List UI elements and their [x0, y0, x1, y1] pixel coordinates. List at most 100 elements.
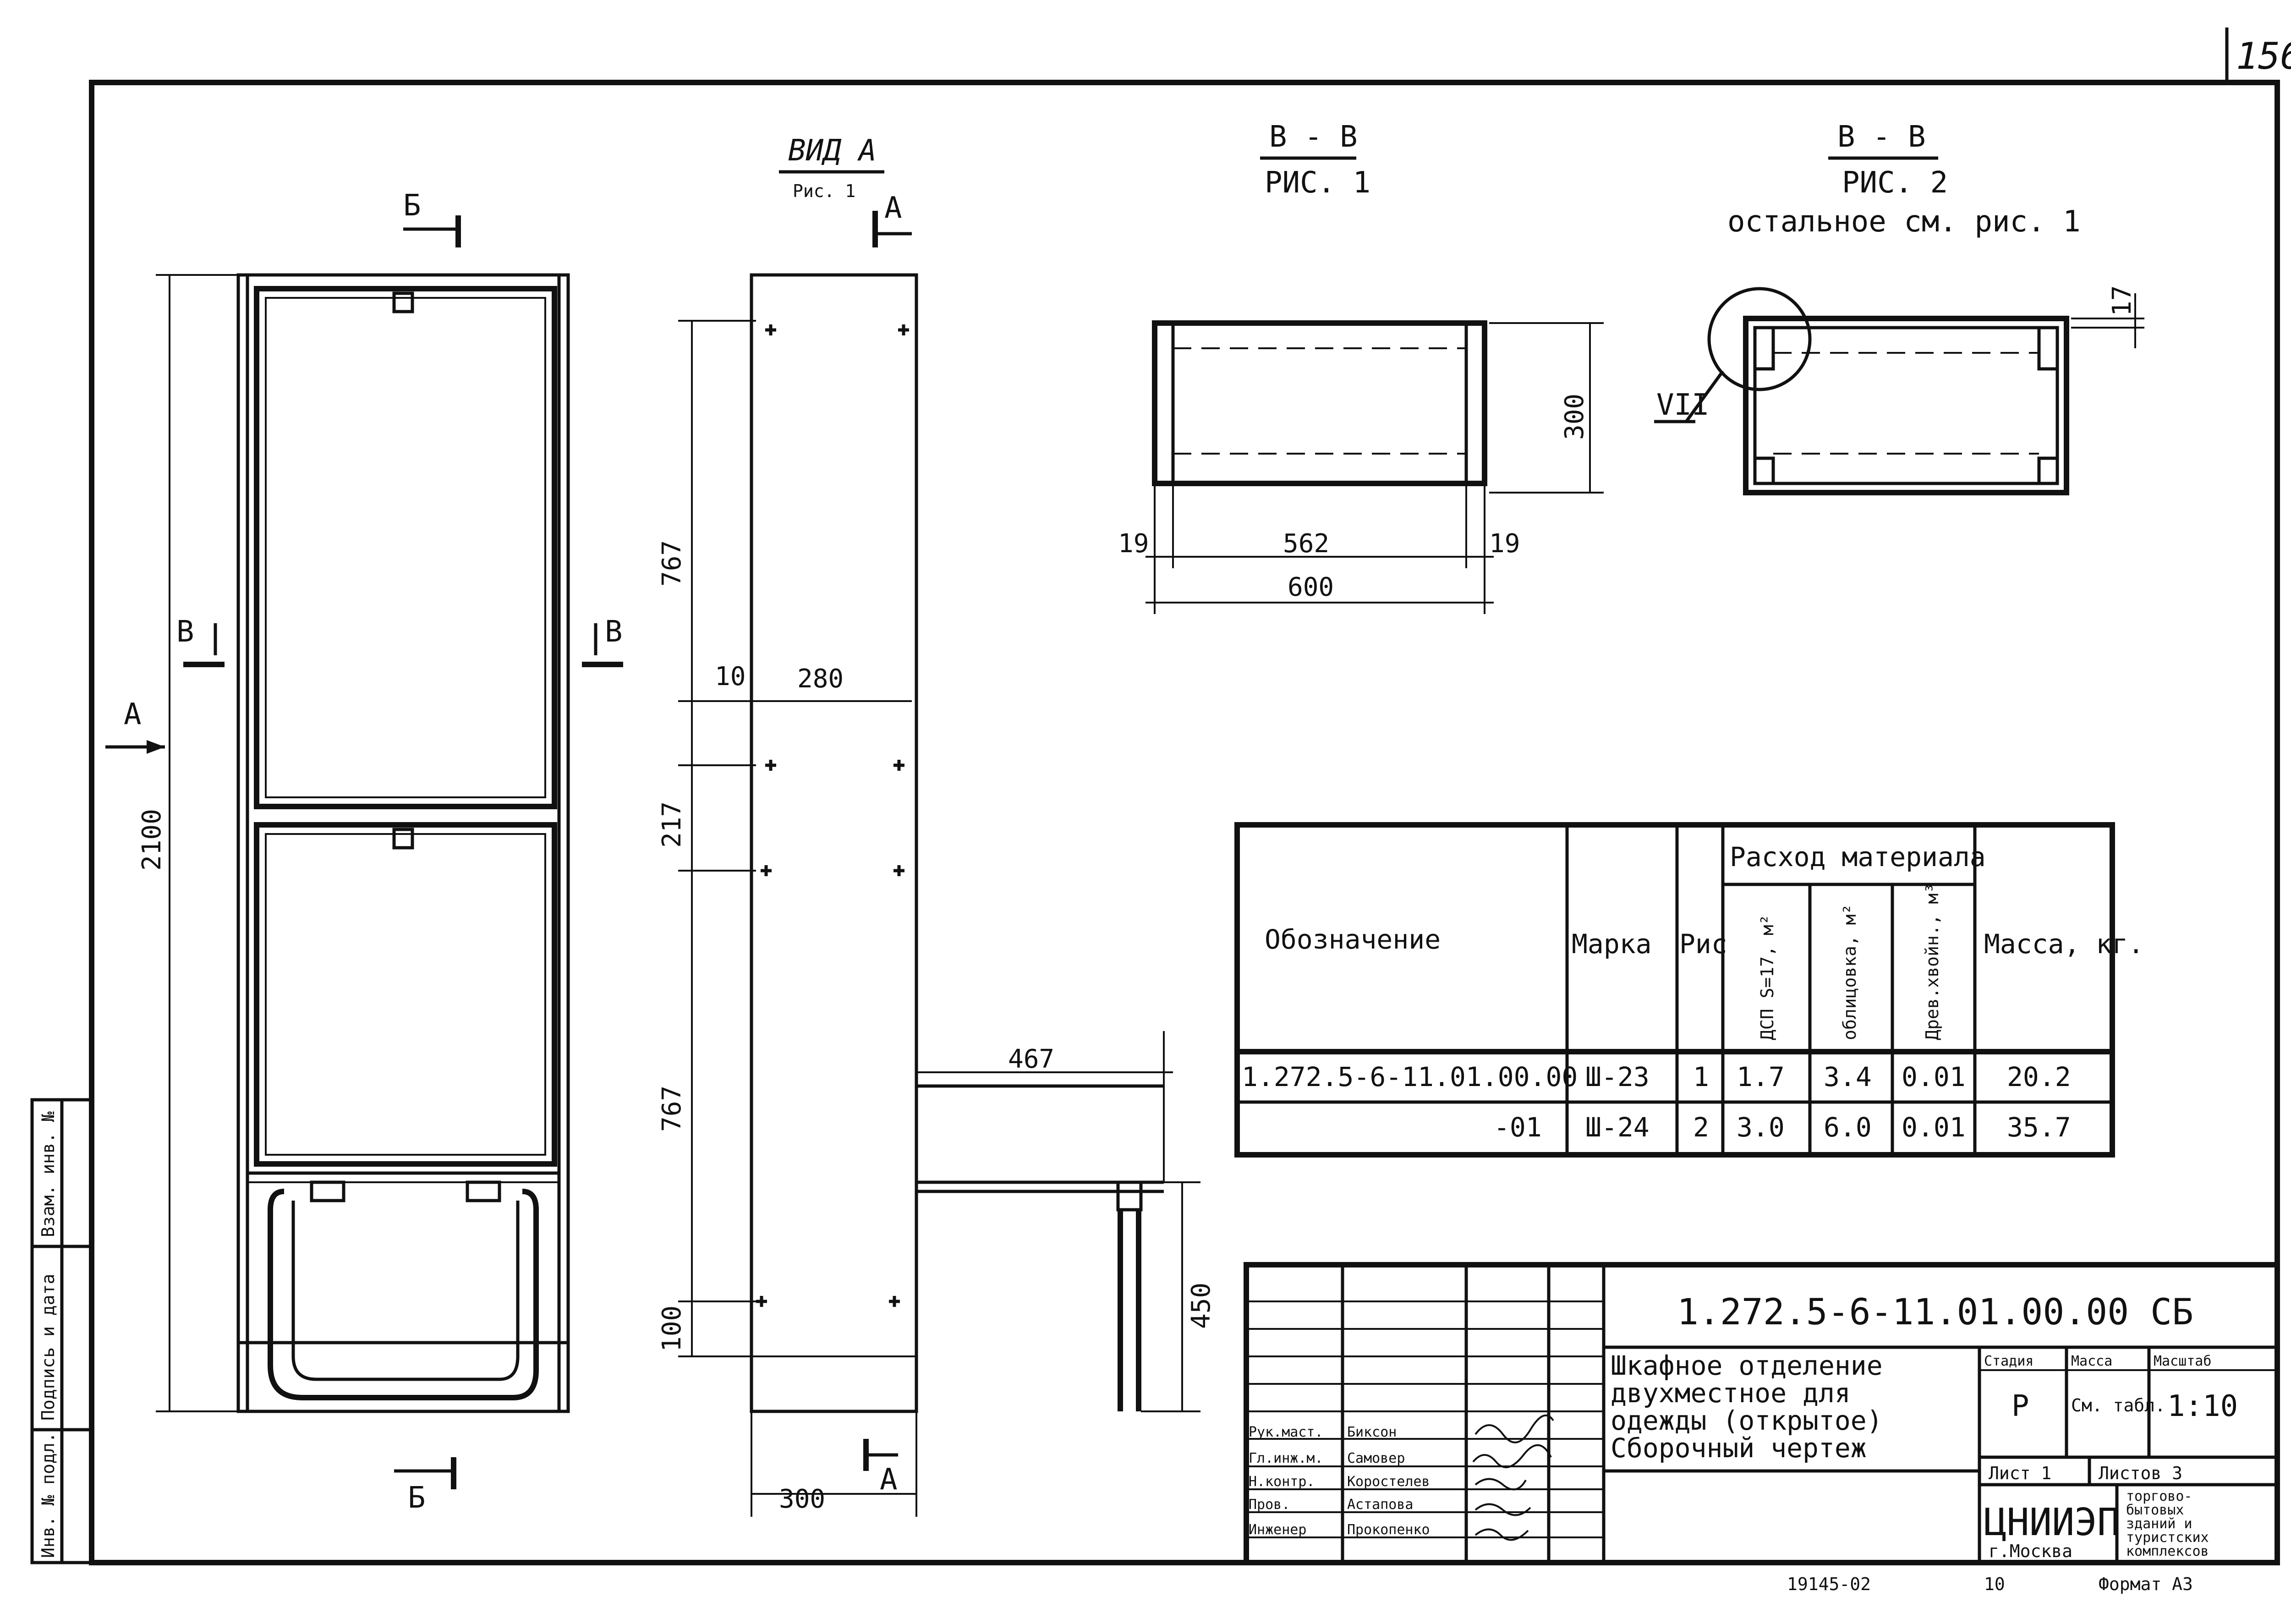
spec-table: Обозначение Марка Рис Расход материала Д…	[1234, 822, 2144, 1158]
dim-19-left: 19	[1118, 529, 1149, 559]
front-view: Б Б В В А 2100	[105, 189, 623, 1515]
section2-title: В - В	[1837, 120, 1926, 154]
svg-text:0.01: 0.01	[1902, 1061, 1966, 1092]
page-number: 156	[2236, 35, 2291, 77]
dim-767-top: 767	[657, 540, 687, 587]
th-wood: Древ.хвойн., м³	[1922, 883, 1942, 1040]
bottom-code: 19145-02	[1787, 1574, 1871, 1594]
signer-row: Н.контр. Коростелев	[1249, 1474, 1430, 1490]
svg-text:0.01: 0.01	[1902, 1112, 1966, 1143]
svg-text:1: 1	[1693, 1061, 1709, 1092]
svg-text:Ш-23: Ш-23	[1585, 1061, 1650, 1092]
th-facing: облицовка, м²	[1840, 904, 1860, 1040]
sheet-frame	[89, 80, 2280, 1565]
svg-text:20.2: 20.2	[2007, 1061, 2071, 1092]
detail-circle	[1707, 287, 1812, 391]
dim-562: 562	[1283, 529, 1329, 559]
side-view-arrow-top: А	[884, 191, 902, 225]
bottom-num: 10	[1984, 1574, 2005, 1594]
dim-450: 450	[1186, 1283, 1216, 1329]
side-view-title: ВИД А	[788, 134, 877, 168]
svg-text:Коростелев: Коростелев	[1347, 1474, 1430, 1490]
title-line-4: Сборочный чертеж	[1611, 1432, 1867, 1464]
callout-vii: VII	[1656, 388, 1710, 422]
stamp-label-replace: Взам. инв. №	[38, 1111, 58, 1237]
org-desc-5: комплексов	[2126, 1543, 2209, 1559]
svg-text:Биксон: Биксон	[1347, 1424, 1397, 1440]
svg-text:Прокопенко: Прокопенко	[1347, 1522, 1430, 1538]
dim-280: 280	[797, 664, 844, 694]
svg-text:35.7: 35.7	[2007, 1112, 2071, 1143]
dim-600: 600	[1288, 572, 1334, 602]
title-line-2: двухместное для	[1611, 1377, 1851, 1409]
svg-text:Рук.маст.: Рук.маст.	[1249, 1424, 1323, 1440]
section2-subtitle: РИС. 2	[1842, 166, 1948, 200]
drawing-code: 1.272.5-6-11.01.00.00 СБ	[1677, 1292, 2193, 1333]
dim-19-right: 19	[1489, 529, 1520, 559]
dim-767-bottom: 767	[657, 1086, 687, 1132]
th-material: Расход материала	[1730, 841, 1986, 872]
th-dsp: ДСП S=17, м²	[1757, 914, 1777, 1040]
mass-label: Масса	[2071, 1353, 2112, 1369]
section-mark-v-right: В	[605, 615, 623, 649]
dim-2100: 2100	[137, 809, 167, 871]
section-v-v-2: В - В РИС. 2 остальное см. рис. 1 VII 17	[1654, 120, 2144, 495]
svg-text:Гл.инж.м.: Гл.инж.м.	[1249, 1450, 1323, 1466]
dim-100: 100	[657, 1306, 687, 1352]
sheet-label: Лист 1	[1989, 1463, 2051, 1483]
org-name: ЦНИИЭП	[1984, 1501, 2120, 1544]
title-block: Рук.маст. Биксон Гл.инж.м. Самовер Н.кон…	[1244, 1262, 2280, 1565]
section1-subtitle: РИС. 1	[1265, 166, 1370, 200]
signer-row: Пров. Астапова	[1249, 1497, 1414, 1513]
section1-title: В - В	[1269, 120, 1358, 154]
dim-467: 467	[1008, 1044, 1054, 1074]
th-designation: Обозначение	[1265, 924, 1441, 955]
title-line-1: Шкафное отделение	[1611, 1350, 1883, 1381]
table-row: 1.272.5-6-11.01.00.00 Ш-23 1 1.7 3.4 0.0…	[1242, 1061, 2071, 1092]
svg-text:Пров.: Пров.	[1249, 1497, 1290, 1513]
svg-text:1.7: 1.7	[1737, 1061, 1785, 1092]
svg-text:6.0: 6.0	[1824, 1112, 1872, 1143]
stamp-label-sign: Подпись и дата	[38, 1274, 58, 1421]
svg-text:1.272.5-6-11.01.00.00: 1.272.5-6-11.01.00.00	[1242, 1061, 1578, 1092]
dim-10: 10	[715, 662, 745, 691]
signer-row: Гл.инж.м. Самовер	[1249, 1450, 1405, 1466]
signatures	[1472, 1414, 1554, 1541]
table-row: -01 Ш-24 2 3.0 6.0 0.01 35.7	[1494, 1112, 2071, 1143]
org-city: г.Москва	[1989, 1541, 2072, 1561]
scale-label: Масштаб	[2154, 1353, 2211, 1369]
mass-value: См. табл.	[2071, 1395, 2165, 1416]
org-desc-1: торгово-	[2126, 1488, 2192, 1504]
dim-300-section: 300	[1560, 394, 1589, 440]
th-mark: Марка	[1572, 928, 1652, 960]
section-mark-v-left: В	[176, 615, 194, 649]
side-view: ВИД А Рис. 1 А 767 10 217 767 100 280	[657, 134, 1216, 1517]
svg-text:3.4: 3.4	[1824, 1061, 1872, 1092]
org-desc-3: зданий и	[2126, 1516, 2192, 1532]
svg-text:Н.контр.: Н.контр.	[1249, 1474, 1315, 1490]
svg-text:3.0: 3.0	[1737, 1112, 1785, 1143]
th-mass: Масса, кг.	[1984, 928, 2144, 960]
sheets-label: Листов 3	[2099, 1463, 2182, 1483]
side-view-arrow-bottom: А	[880, 1463, 898, 1497]
section2-note: остальное см. рис. 1	[1727, 205, 2081, 239]
svg-text:Ш-24: Ш-24	[1585, 1112, 1650, 1143]
dim-17: 17	[2107, 285, 2137, 316]
th-fig: Рис	[1679, 928, 1727, 960]
format-label: Формат А3	[2099, 1574, 2193, 1594]
title-line-3: одежды (открытое)	[1611, 1405, 1883, 1436]
dim-217: 217	[657, 801, 687, 848]
svg-text:2: 2	[1693, 1112, 1709, 1143]
svg-text:Астапова: Астапова	[1347, 1497, 1414, 1513]
section-mark-b-bottom: Б	[408, 1481, 426, 1515]
side-view-subtitle: Рис. 1	[793, 181, 855, 201]
org-desc-4: туристских	[2126, 1530, 2209, 1546]
section-mark-b-top: Б	[403, 189, 421, 223]
svg-text:-01: -01	[1494, 1112, 1542, 1143]
signer-row: Инженер Прокопенко	[1249, 1522, 1430, 1538]
svg-text:Инженер: Инженер	[1249, 1522, 1306, 1538]
org-desc-2: бытовых	[2126, 1502, 2184, 1518]
dim-300-side: 300	[779, 1484, 825, 1514]
section-v-v-1: В - В РИС. 1 19 562 19 600 300	[1118, 120, 1604, 614]
